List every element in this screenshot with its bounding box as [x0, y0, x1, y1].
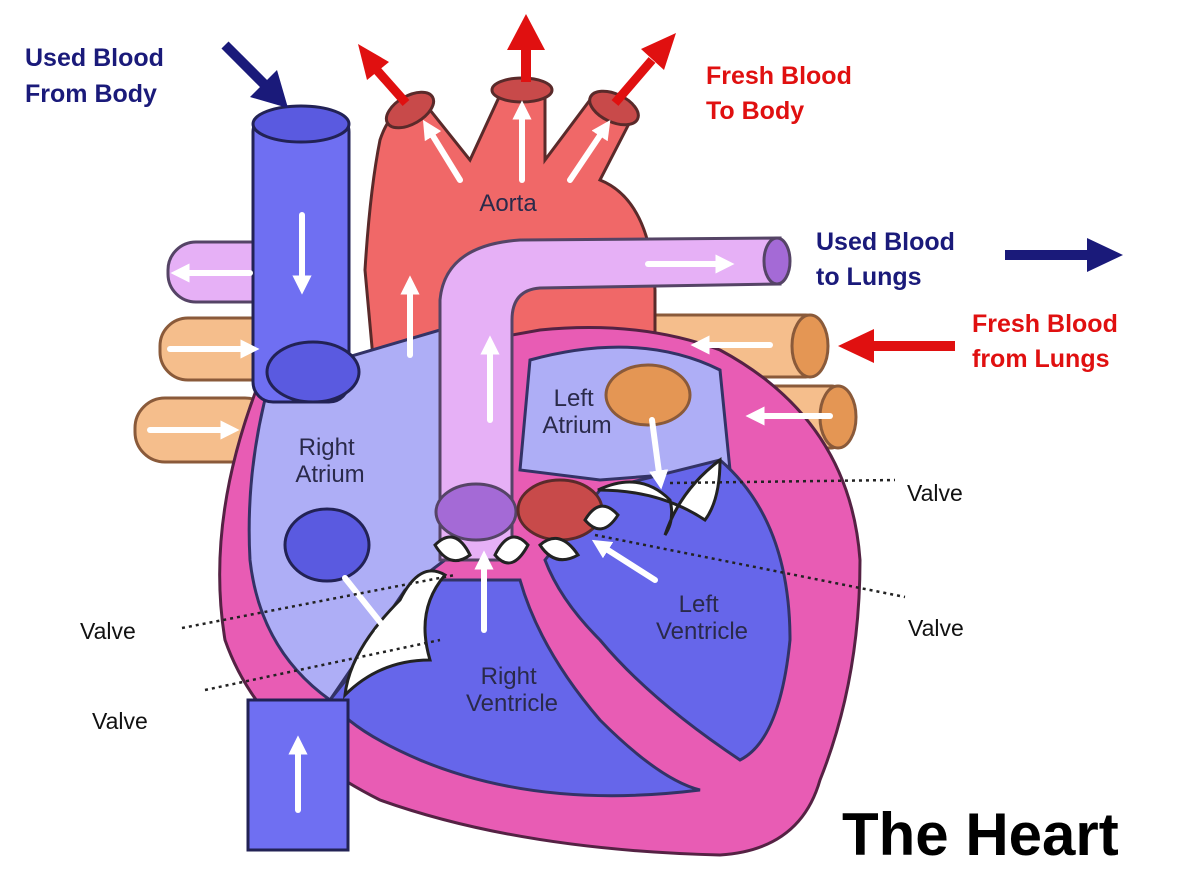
- label-line: to Lungs: [816, 263, 922, 291]
- label-fresh-blood-from-lungs: Fresh Blood from Lungs: [972, 310, 1125, 373]
- label-right-atrium: Right Atrium: [295, 434, 364, 488]
- label-line: Right: [299, 434, 355, 461]
- label-line: Left: [679, 591, 719, 618]
- label-valve-pulmonary: Valve: [80, 618, 136, 644]
- pulmonary-valve-right: [493, 535, 530, 565]
- left-ventricle: [543, 458, 792, 762]
- label-line: from Lungs: [972, 345, 1110, 373]
- label-valve-aortic: Valve: [908, 615, 964, 641]
- label-fresh-blood-to-body: Fresh Blood To Body: [706, 62, 859, 125]
- valve-flaps: [343, 456, 722, 700]
- label-line: To Body: [706, 97, 804, 125]
- callout-arrows: [221, 14, 1123, 363]
- aortic-valve-left: [538, 536, 581, 562]
- label-line: Atrium: [295, 461, 364, 488]
- label-line: Fresh Blood: [706, 62, 852, 90]
- aortic-valve-ring: [516, 478, 604, 542]
- mitral-valve: [597, 456, 722, 536]
- label-valve-tricuspid: Valve: [92, 708, 148, 734]
- arrow-fresh-from-lungs: [838, 329, 955, 363]
- label-line: Atrium: [542, 412, 611, 439]
- arrow-fresh-up: [507, 14, 545, 82]
- pulmonary-valve-left: [433, 535, 472, 563]
- label-line: From Body: [25, 80, 157, 108]
- label-line: Left: [554, 385, 594, 412]
- arrow-fresh-up-left: [358, 44, 410, 106]
- label-used-blood-to-lungs: Used Blood to Lungs: [816, 228, 962, 291]
- label-left-ventricle: Left Ventricle: [656, 591, 748, 645]
- label-line: Ventricle: [466, 690, 558, 717]
- arrow-used-to-lungs: [1005, 238, 1123, 272]
- pulmonary-artery: [434, 236, 792, 562]
- label-left-atrium: Left Atrium: [542, 385, 611, 439]
- blood-flow-arrows: [147, 100, 833, 813]
- label-line: Ventricle: [656, 618, 748, 645]
- label-line: Fresh Blood: [972, 310, 1118, 338]
- diagram-title: The Heart: [842, 801, 1119, 868]
- arrow-used-from-body: [221, 41, 288, 108]
- label-used-blood-from-body: Used Blood From Body: [25, 44, 171, 108]
- valve-leader-lines: [181, 478, 906, 692]
- label-line: Used Blood: [816, 228, 955, 256]
- aortic-valve-right: [583, 504, 620, 531]
- arrow-fresh-up-right: [611, 33, 676, 106]
- tricuspid-valve: [343, 569, 448, 700]
- label-right-ventricle: Right Ventricle: [466, 663, 558, 717]
- label-valve-mitral: Valve: [907, 480, 963, 506]
- label-line: Right: [481, 663, 537, 690]
- pulmonary-vein-opening: [604, 363, 692, 427]
- label-line: Used Blood: [25, 44, 164, 72]
- label-aorta: Aorta: [479, 190, 537, 217]
